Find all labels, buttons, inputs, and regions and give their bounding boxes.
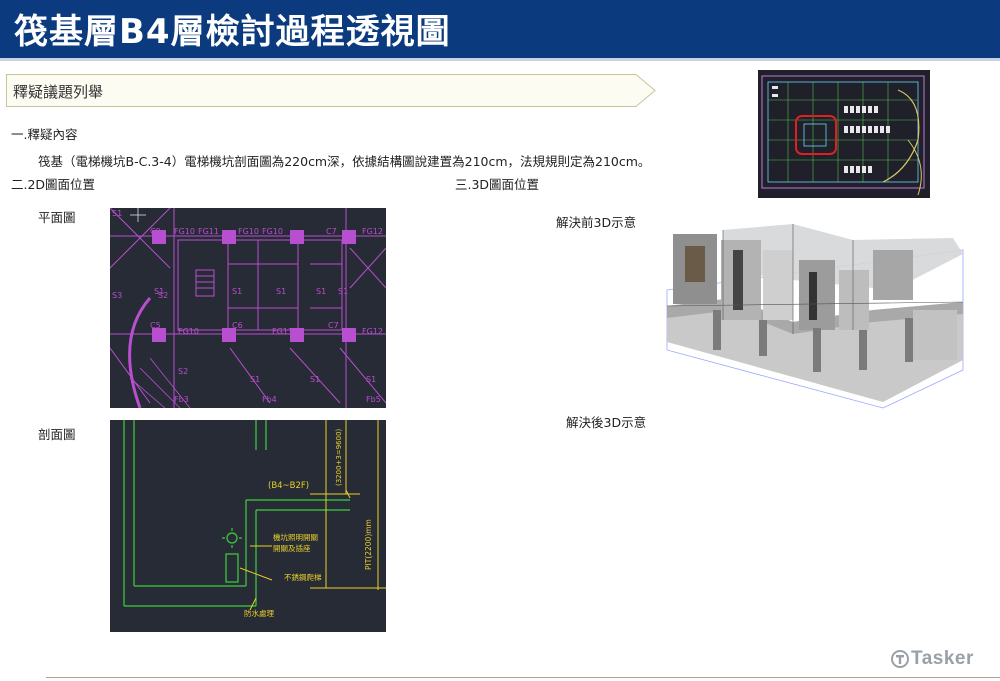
- plan-label-4: FG10: [238, 227, 259, 236]
- plan-label-8: FG10: [178, 327, 199, 336]
- plan-label: 平面圖: [38, 210, 76, 225]
- section-level-tag: (B4~B2F): [268, 481, 309, 491]
- plan-label-1: S1: [112, 209, 122, 218]
- section-note-waterproof: 防水處理: [244, 608, 274, 618]
- site-plan-thumbnail: [758, 70, 930, 198]
- plan-label-20: S1: [366, 375, 376, 384]
- plan-label-23: Fb4: [262, 395, 277, 404]
- plan-label-14: S1: [276, 287, 286, 296]
- pos-2d-heading: 二.2D圖面位置: [11, 177, 96, 192]
- pos-3d-heading: 三.3D圖面位置: [455, 177, 540, 192]
- after-3d-label: 解決後3D示意: [566, 415, 647, 430]
- section-view-label: 剖面圖: [38, 427, 76, 442]
- plan-label-15: S1: [316, 287, 326, 296]
- header-divider: [0, 58, 1000, 61]
- plan-label-26: C7: [326, 227, 337, 236]
- question-heading: 一.釋疑內容: [11, 127, 78, 142]
- plan-label-16: S1: [338, 287, 348, 296]
- section-note-ladder: 不銹鋼爬梯: [284, 572, 322, 582]
- section-dim-top: (3200+3=9600): [335, 428, 343, 486]
- plan-label-25: C5: [150, 321, 161, 330]
- page-title: 筏基層B4層檢討過程透視圖: [14, 12, 451, 52]
- header-bar: [0, 0, 1000, 58]
- plan-label-24: Fb5: [366, 395, 381, 404]
- plan-label-13: S1: [232, 287, 242, 296]
- section-dim-pit: PIT(2200)mm: [364, 519, 373, 570]
- plan-label-22: Fb3: [174, 395, 189, 404]
- plan-label-9: C7: [328, 321, 339, 330]
- plan-label-17: S1: [250, 375, 260, 384]
- plan-label-5: FG10: [262, 227, 283, 236]
- section-note-lighting: 機坑照明開關: [273, 532, 318, 542]
- plan-label-12: S3: [112, 291, 122, 300]
- section-cad-drawing: (B4~B2F) 機坑照明開關 開關及插座 不銹鋼爬梯 防水處理 PIT(220…: [110, 420, 386, 632]
- plan-label-11: FG12: [362, 227, 383, 236]
- section-banner: [6, 74, 656, 107]
- footer-divider: [46, 677, 1000, 678]
- plan-label-3: C9: [150, 227, 161, 236]
- before-3d-label: 解決前3D示意: [556, 215, 637, 230]
- plan-label-10: FG11: [272, 327, 293, 336]
- tasker-logo-text: Tasker: [911, 648, 974, 669]
- tasker-logo-icon: [891, 650, 909, 668]
- question-body: 筏基（電梯機坑B-C.3-4）電梯機坑剖面圖為220cm深，依據結構圖說建置為2…: [38, 154, 651, 169]
- plan-label-18: S1: [310, 375, 320, 384]
- section-note-socket: 開關及插座: [273, 543, 311, 553]
- plan-label-19: S2: [178, 367, 188, 376]
- plan-label-21: S1: [154, 287, 164, 296]
- before-3d-render: [666, 224, 964, 409]
- section-label: 釋疑議題列舉: [13, 83, 104, 101]
- plan-label-27: FG12: [362, 327, 383, 336]
- plan-cad-drawing: S1 FG10 C9 FG10 FG10 S2 C6 FG10 C7 FG11 …: [110, 208, 386, 408]
- plan-label-28: FG11: [198, 227, 219, 236]
- plan-label-7: C6: [232, 321, 243, 330]
- plan-label-6: S2: [158, 291, 168, 300]
- plan-label-2: FG10: [174, 227, 195, 236]
